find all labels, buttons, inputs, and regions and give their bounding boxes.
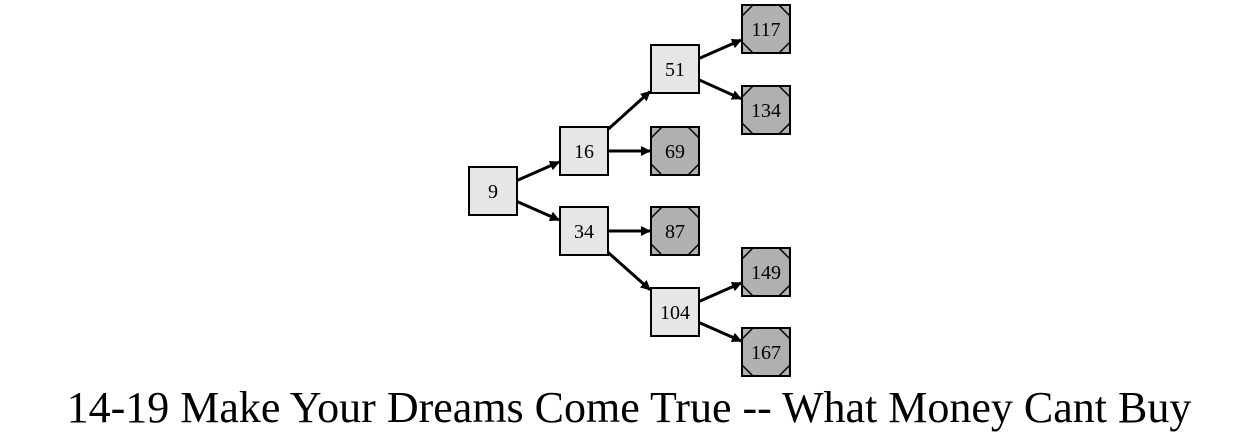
- node-label: 149: [751, 262, 781, 284]
- leaf-node-149: 149: [741, 247, 791, 297]
- edge-104-to-167: [698, 321, 742, 343]
- edge-9-to-16: [516, 160, 560, 182]
- octagon-marker: [650, 126, 700, 176]
- octagon-marker: [741, 327, 791, 377]
- node-label: 51: [665, 59, 685, 81]
- edge-9-to-34: [516, 200, 560, 222]
- edge-16-to-51: [606, 90, 652, 131]
- leaf-node-167: 167: [741, 327, 791, 377]
- node-104: 104: [650, 287, 700, 337]
- diagram-title: 14-19 Make Your Dreams Come True -- What…: [67, 383, 1192, 432]
- node-box: [650, 287, 700, 337]
- node-label: 167: [751, 342, 781, 364]
- node-label: 69: [665, 141, 685, 163]
- node-34: 34: [559, 206, 609, 256]
- leaf-node-69: 69: [650, 126, 700, 176]
- node-label: 16: [574, 141, 594, 163]
- edge-34-to-104: [607, 251, 651, 291]
- node-box: [468, 166, 518, 216]
- node-label: 104: [660, 302, 690, 324]
- octagon-marker: [650, 206, 700, 256]
- node-51: 51: [650, 44, 700, 94]
- edge-51-to-134: [698, 78, 742, 101]
- node-label: 134: [751, 100, 781, 122]
- leaf-node-87: 87: [650, 206, 700, 256]
- node-label: 9: [488, 181, 498, 203]
- octagon-marker: [741, 4, 791, 54]
- octagon-marker: [741, 85, 791, 135]
- node-9: 9: [468, 166, 518, 216]
- node-box: [650, 44, 700, 94]
- node-box: [559, 206, 609, 256]
- node-16: 16: [559, 126, 609, 176]
- edge-51-to-117: [698, 38, 742, 60]
- leaf-node-134: 134: [741, 85, 791, 135]
- node-box: [650, 126, 700, 176]
- node-label: 117: [751, 19, 780, 41]
- leaf-node-117: 117: [741, 4, 791, 54]
- node-label: 34: [574, 221, 594, 243]
- octagon-marker: [741, 247, 791, 297]
- nodes-layer: 9 16 34 51 104 69 87 117 134 149 167: [468, 4, 791, 377]
- edge-104-to-149: [698, 281, 742, 303]
- node-box: [741, 247, 791, 297]
- node-label: 87: [665, 221, 685, 243]
- edges-layer: [516, 38, 742, 343]
- node-box: [559, 126, 609, 176]
